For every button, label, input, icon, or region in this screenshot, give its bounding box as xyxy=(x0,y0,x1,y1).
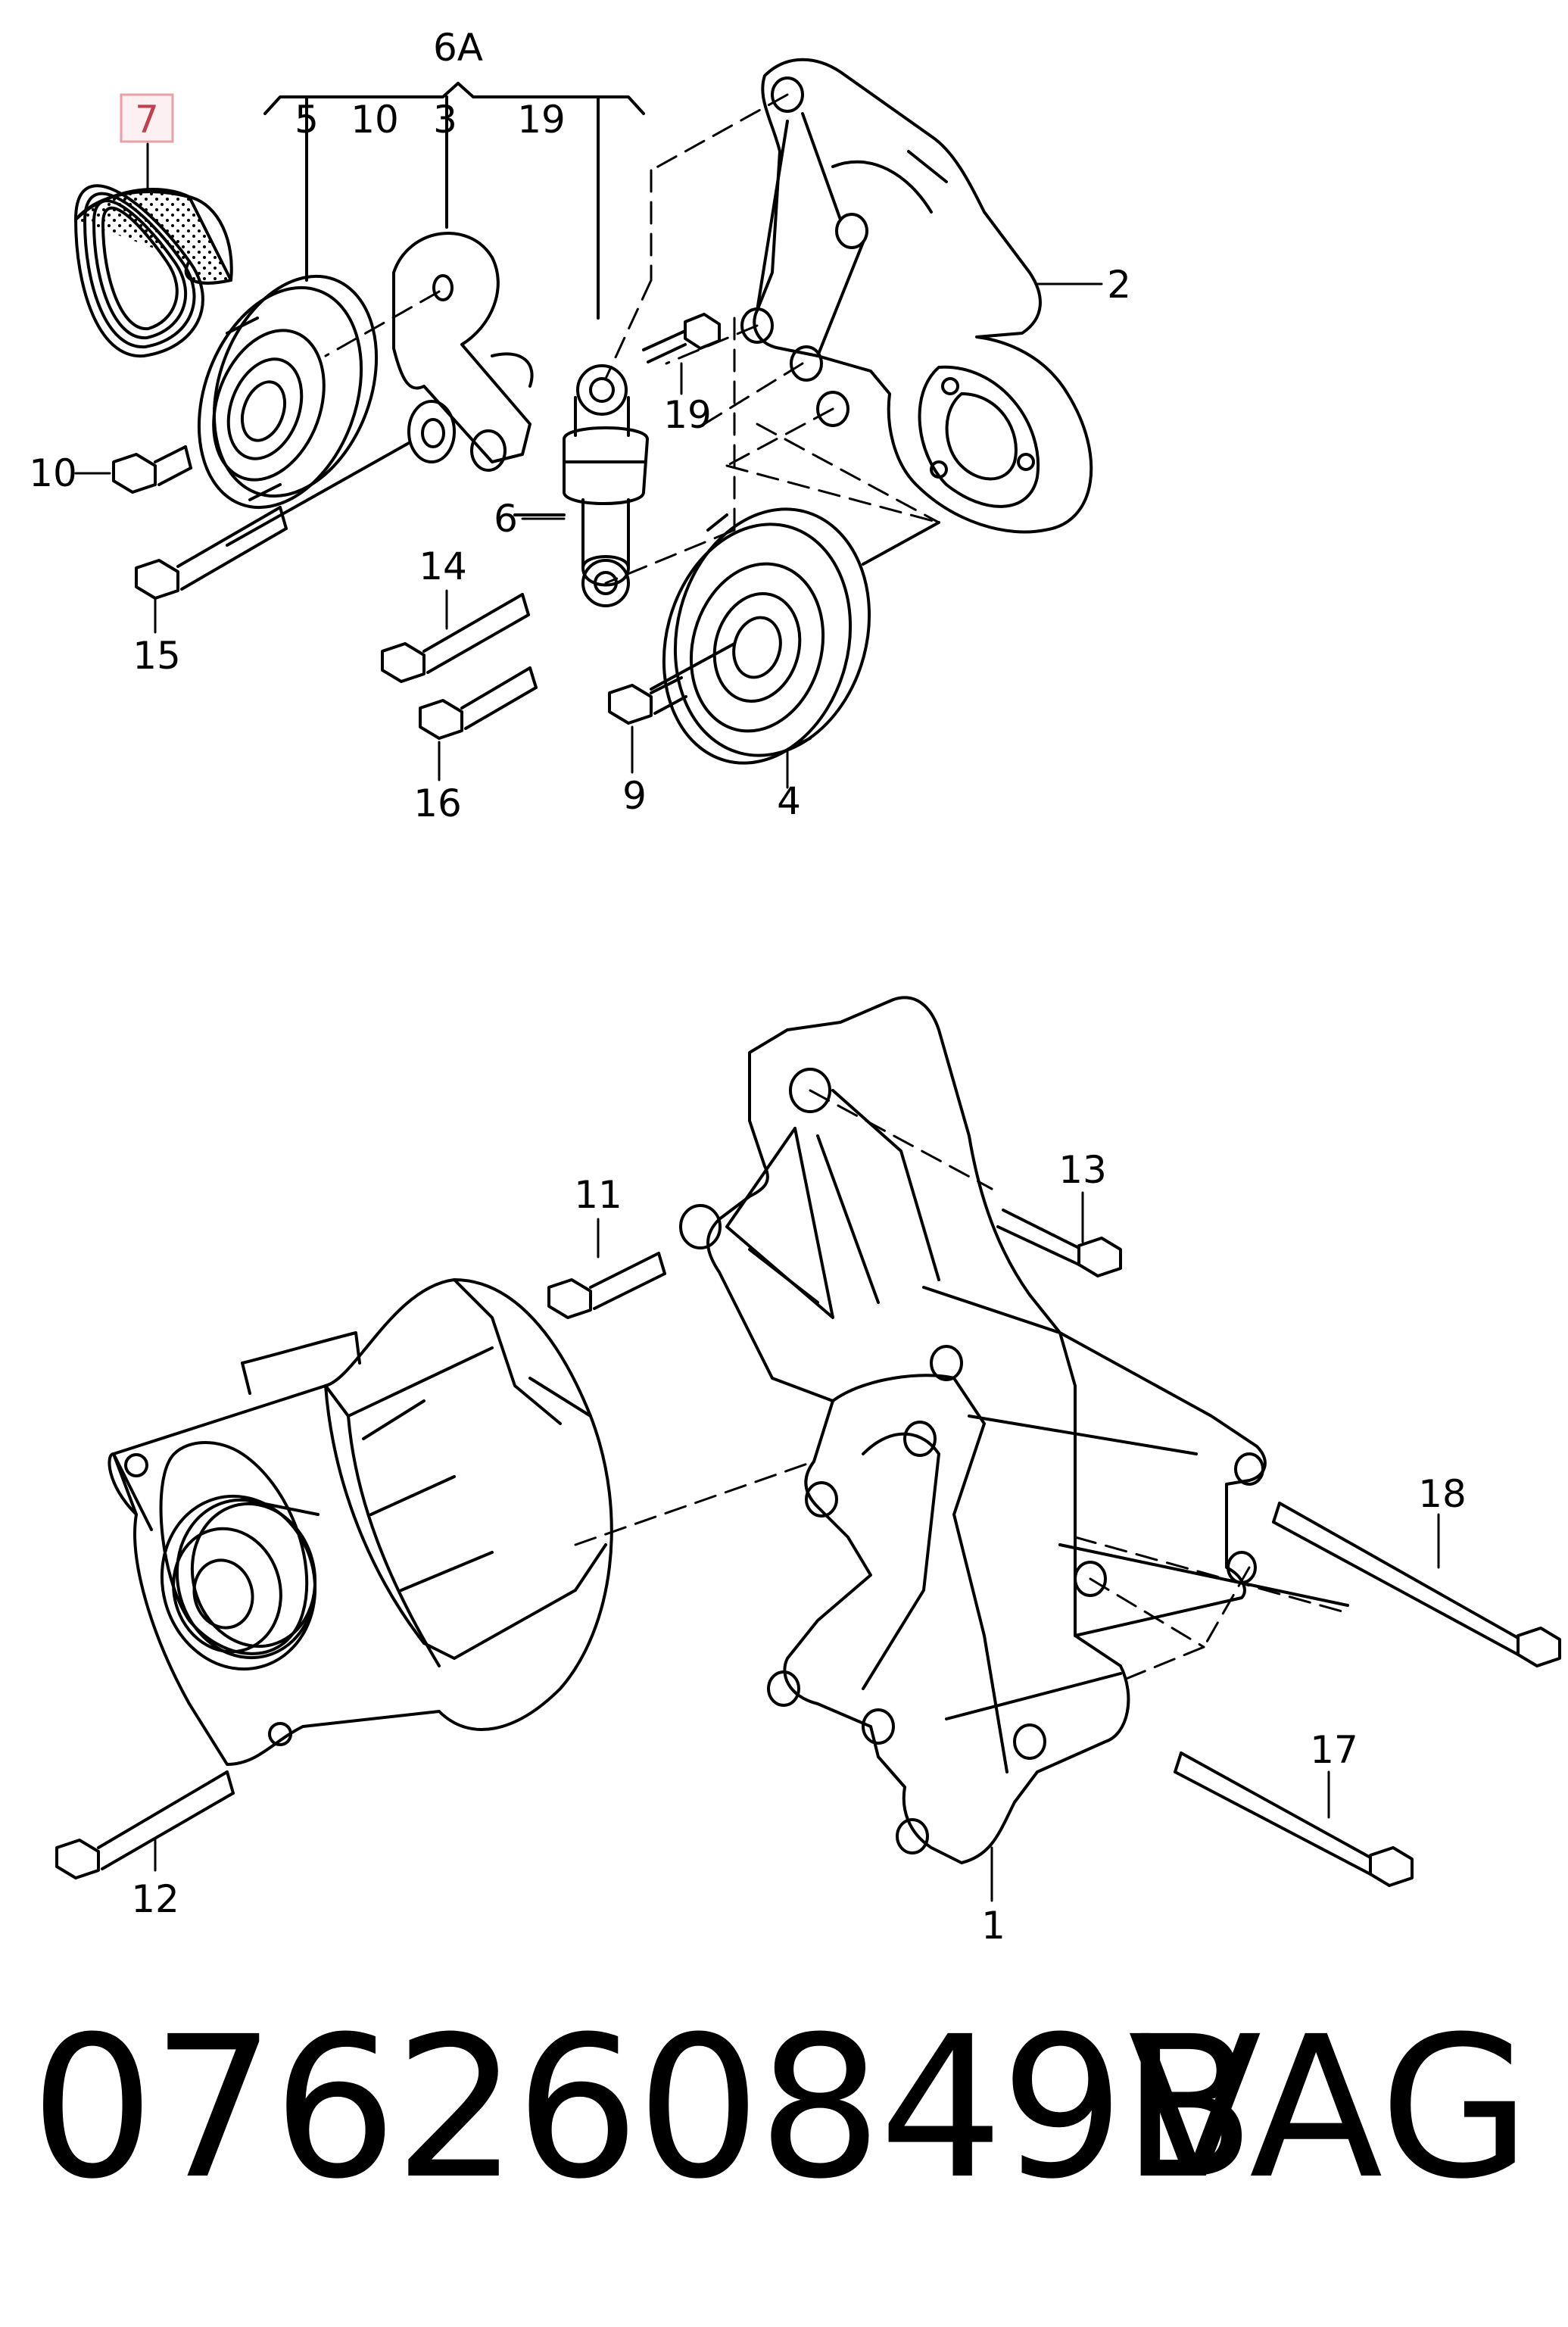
group-bracket-6a xyxy=(263,82,645,320)
bolt-9 xyxy=(608,676,687,725)
callout-1: 1 xyxy=(981,1904,1005,1948)
highlight-box-7 xyxy=(120,93,174,143)
idler-pulley-4 xyxy=(650,507,940,765)
bracket-2 xyxy=(740,58,1093,534)
callout-3: 3 xyxy=(433,98,457,142)
callout-2: 2 xyxy=(1107,263,1131,307)
alternator xyxy=(108,1278,613,1766)
callout-11: 11 xyxy=(574,1173,622,1217)
callout-12: 12 xyxy=(131,1877,179,1921)
callout-7: 7 xyxy=(135,98,159,142)
bolt-11 xyxy=(547,1252,666,1319)
bolt-10-upper xyxy=(112,445,192,494)
callout-10-top: 10 xyxy=(351,98,399,142)
bolt-13 xyxy=(996,1209,1122,1277)
bolt-16 xyxy=(419,666,538,740)
bolt-15 xyxy=(135,506,288,600)
bolt-17 xyxy=(1174,1751,1414,1887)
tensioner-damper-6 xyxy=(513,364,649,607)
leader-lines-upper xyxy=(74,142,1103,789)
assembly-lines-upper xyxy=(324,93,940,585)
bolt-12 xyxy=(55,1770,235,1879)
callout-9: 9 xyxy=(622,774,647,818)
callout-5: 5 xyxy=(295,98,319,142)
callout-4: 4 xyxy=(777,779,801,823)
callout-13: 13 xyxy=(1058,1148,1107,1192)
callout-14: 14 xyxy=(419,544,467,588)
brand-name: VAG xyxy=(1128,1995,1531,2222)
bracket-1 xyxy=(679,996,1349,1864)
assembly-lines-lower xyxy=(574,1089,1349,1683)
tensioner-arm-3 xyxy=(226,232,534,547)
callout-10: 10 xyxy=(29,451,77,495)
leader-lines-lower xyxy=(154,1191,1440,1902)
callout-15: 15 xyxy=(132,634,181,678)
callout-6: 6 xyxy=(494,497,518,541)
callout-19: 19 xyxy=(663,393,712,437)
bolt-14 xyxy=(381,593,530,683)
tensioner-pulley-5 xyxy=(197,274,379,510)
callout-17: 17 xyxy=(1310,1728,1358,1772)
callout-19-top: 19 xyxy=(517,98,566,142)
bolt-18 xyxy=(1272,1502,1561,1667)
callout-6a: 6A xyxy=(433,26,483,70)
part-number: 076260849B xyxy=(30,1995,1255,2222)
ribbed-belt-7 xyxy=(74,184,233,358)
callout-16: 16 xyxy=(413,781,462,825)
bolt-19 xyxy=(642,313,721,363)
callout-18: 18 xyxy=(1418,1472,1467,1516)
